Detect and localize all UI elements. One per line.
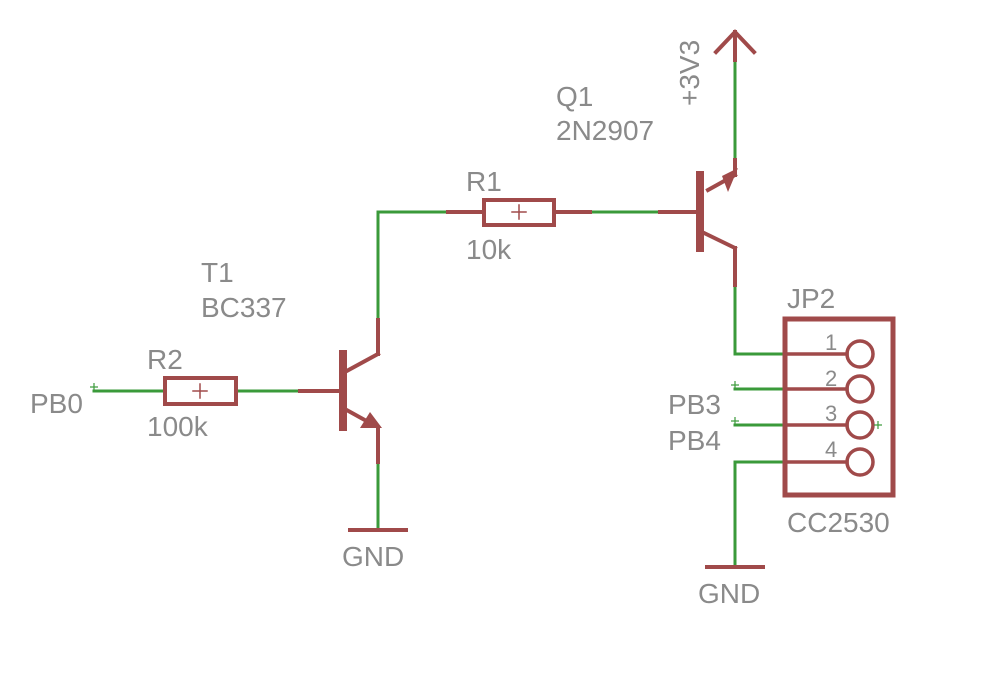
net-pb3-label: PB3 <box>668 389 721 420</box>
header-jp2 <box>782 316 896 498</box>
header-jp2-pin1 <box>845 339 875 369</box>
jp2-name-label: JP2 <box>787 283 835 314</box>
transistor-t1-emitter-arrow <box>360 412 382 428</box>
transistor-t1-collector <box>340 351 381 376</box>
jp2-pin2-number: 2 <box>825 366 837 391</box>
r2-name-label: R2 <box>147 344 183 375</box>
resistor-r2-body <box>163 376 238 406</box>
r1-name-label: R1 <box>466 166 502 197</box>
t1-name-label: T1 <box>201 257 234 288</box>
net-markers <box>90 381 882 429</box>
net-pb0-label: PB0 <box>30 388 83 419</box>
r1-value-label: 10k <box>466 234 512 265</box>
net-pb4-label: PB4 <box>668 425 721 456</box>
transistor-t1 <box>298 318 381 464</box>
resistor-r1 <box>446 198 592 227</box>
header-jp2-pin4 <box>845 447 875 477</box>
symbols <box>163 29 896 569</box>
jp2-value-label: CC2530 <box>787 507 890 538</box>
resistor-r1-body <box>482 198 556 227</box>
jp2-pin4-number: 4 <box>825 437 837 462</box>
wire-t1collector-r1 <box>376 210 450 322</box>
supply-3v3-symbol <box>713 29 757 62</box>
wire-jp2pin4-gnd <box>733 460 787 569</box>
transistor-q1-emitter-arrow <box>722 168 738 192</box>
q1-name-label: Q1 <box>556 81 593 112</box>
t1-value-label: BC337 <box>201 292 287 323</box>
header-jp2-pin2 <box>845 374 875 404</box>
gnd-right-label: GND <box>698 578 760 609</box>
header-jp2-pin3 <box>845 410 875 440</box>
resistor-r2 <box>163 376 238 406</box>
gnd-left-label: GND <box>342 541 404 572</box>
jp2-pin1-number: 1 <box>825 330 837 355</box>
wire-q1collector-jp2pin1 <box>733 283 787 356</box>
supply-3v3-label: +3V3 <box>674 40 705 106</box>
jp2-pin3-number: 3 <box>825 401 837 426</box>
r2-value-label: 100k <box>147 411 209 442</box>
header-jp2-body <box>782 316 896 498</box>
wires <box>92 50 787 569</box>
transistor-q1-collector <box>697 228 738 251</box>
q1-value-label: 2N2907 <box>556 115 654 146</box>
